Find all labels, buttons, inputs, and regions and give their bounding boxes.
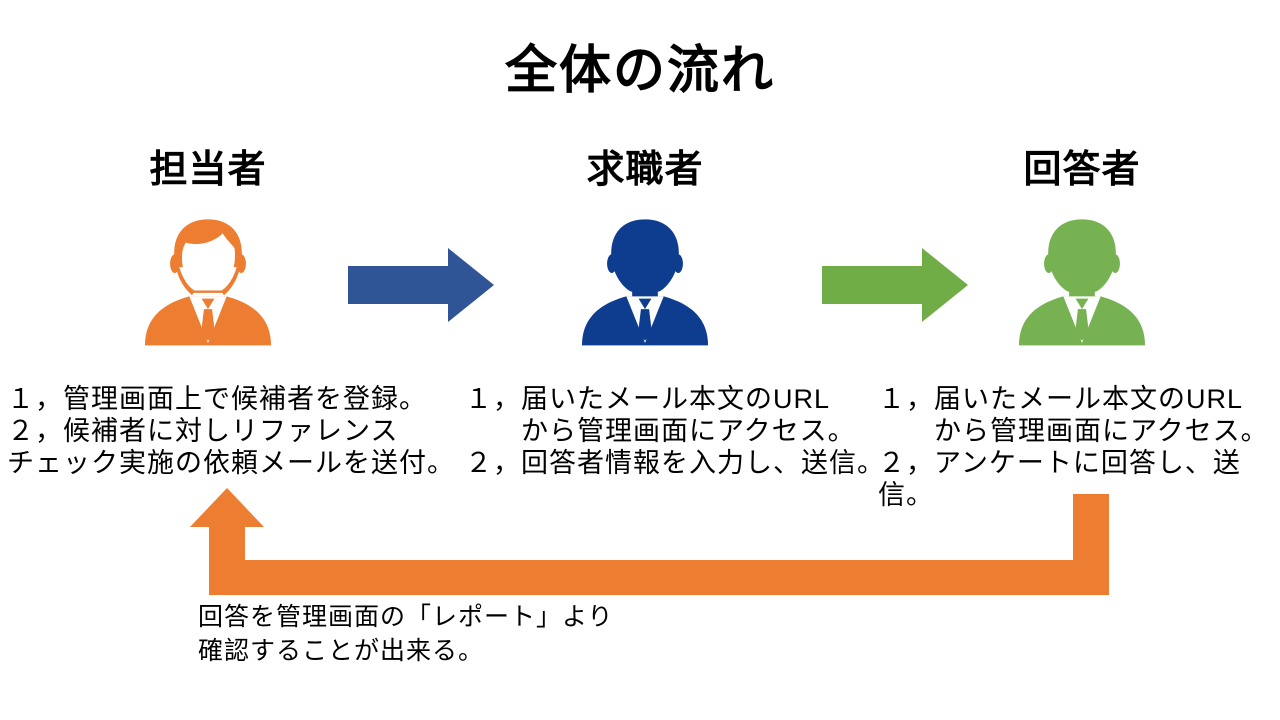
right-arrow-icon [348,246,496,324]
businessman-orange-icon [138,206,278,354]
role-header-person-in-charge: 担当者 [149,149,267,191]
steps-person-in-charge: １，管理画面上で候補者を登録。 ２，候補者に対しリファレンス チェック実施の依頼… [7,384,455,478]
businessman-navy-icon [575,206,715,354]
steps-job-seeker: １，届いたメール本文のURL から管理画面にアクセス。 ２，回答者情報を入力し、… [465,384,885,478]
steps-respondent: １，届いたメール本文のURL から管理画面にアクセス。 ２，アンケートに回答し、… [878,384,1269,510]
role-header-respondent: 回答者 [1023,149,1141,191]
return-arrow-icon [185,485,1115,599]
return-arrow-caption: 回答を管理画面の「レポート」より 確認することが出来る。 [198,603,614,665]
businessman-green-icon [1012,206,1152,354]
page-title: 全体の流れ [504,42,775,100]
right-arrow-icon [822,246,970,324]
role-header-job-seeker: 求職者 [586,149,704,191]
